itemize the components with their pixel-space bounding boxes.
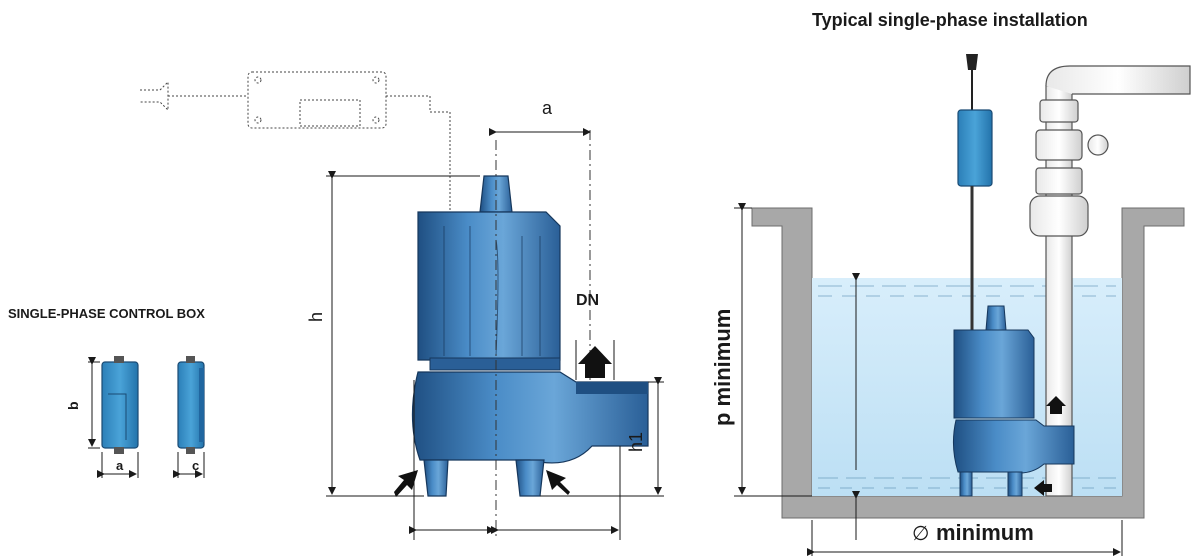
control-box-dim-a: a (116, 458, 124, 473)
control-box-section: SINGLE-PHASE CONTROL BOX b (8, 306, 205, 478)
control-box-dim-c: c (192, 458, 199, 473)
flow-arrow-icon (394, 346, 612, 497)
installation-section: Typical single-phase installation (710, 10, 1191, 556)
dotted-cable-icon (140, 71, 451, 210)
pump-dimension-drawing: a h h1 DN (140, 71, 664, 540)
control-box-front-view (101, 356, 139, 454)
pump-dim-h: h (306, 312, 326, 322)
control-box-side-view (177, 356, 205, 454)
depth-label: p minimum (710, 309, 735, 426)
installation-title: Typical single-phase installation (812, 10, 1088, 30)
control-box-title: SINGLE-PHASE CONTROL BOX (8, 306, 205, 321)
installation-control-box (957, 54, 993, 330)
installation-pump (952, 305, 1075, 497)
installation-dimensions (734, 203, 1123, 556)
width-label: minimum (936, 520, 1034, 545)
control-box-dim-b: b (65, 401, 81, 410)
pump-dim-dn: DN (576, 292, 599, 309)
water-flow-arrow-icon (1034, 396, 1066, 496)
pump-body (411, 175, 649, 497)
diameter-symbol: ∅ (912, 523, 929, 545)
control-box-dimensions (88, 357, 205, 478)
pump-dim-h1: h1 (626, 432, 646, 452)
pump-dimension-lines (326, 128, 664, 540)
pump-dim-a: a (542, 98, 553, 118)
